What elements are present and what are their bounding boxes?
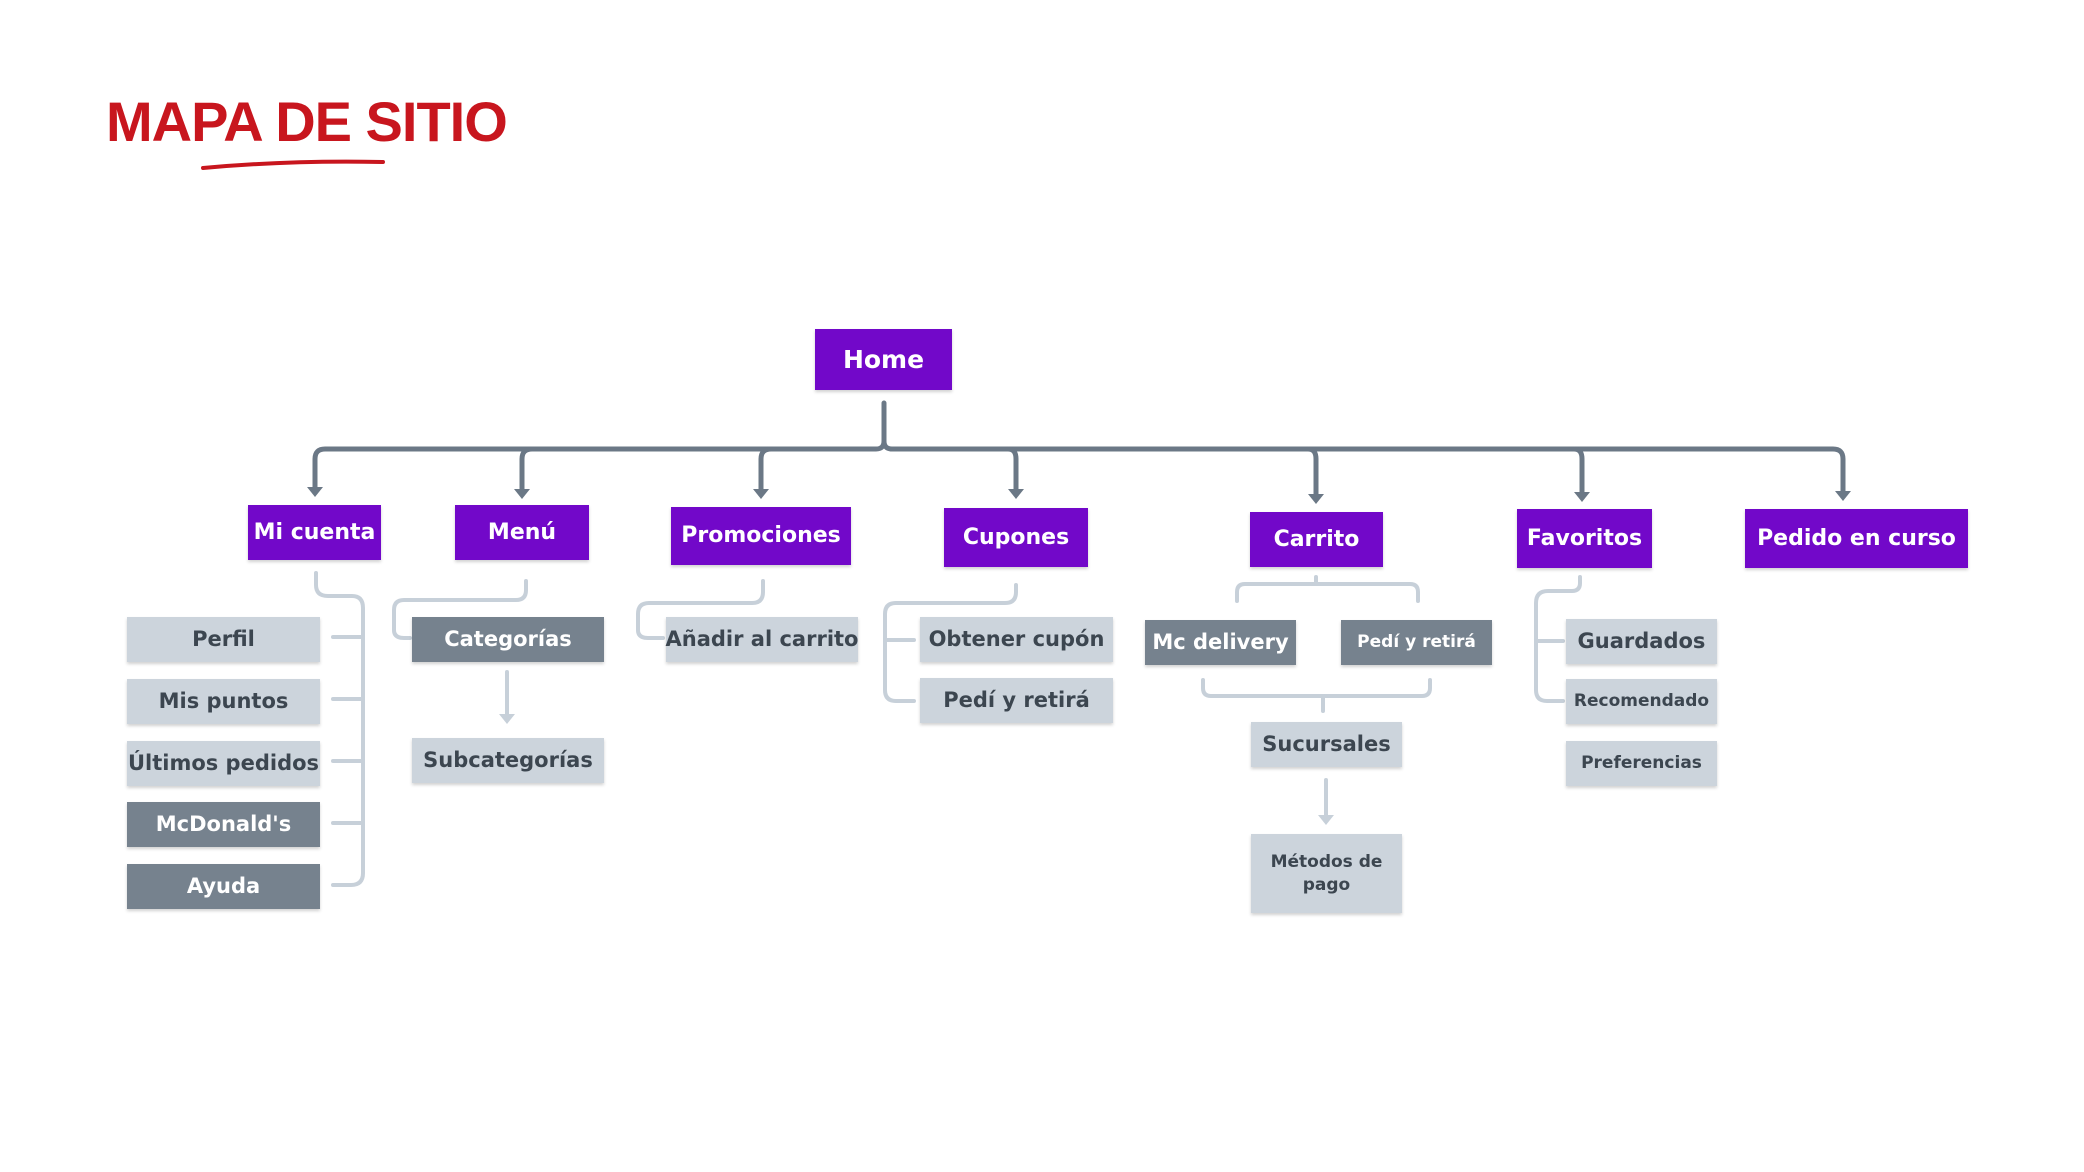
node-ultimos-pedidos[interactable]: Últimos pedidos (127, 741, 320, 786)
node-subcategorias[interactable]: Subcategorías (412, 738, 604, 783)
promociones-connectors (636, 579, 765, 640)
node-pedi-y-retira-cupones[interactable]: Pedí y retirá (920, 678, 1113, 723)
node-pedi-y-retira-carrito[interactable]: Pedí y retirá (1341, 620, 1492, 665)
favoritos-connectors (1534, 575, 1582, 703)
node-recomendado[interactable]: Recomendado (1566, 679, 1717, 724)
node-promociones[interactable]: Promociones (671, 507, 851, 565)
page-title: MAPA DE SITIO (106, 90, 508, 153)
node-anadir-al-carrito[interactable]: Añadir al carrito (666, 617, 858, 662)
node-cupones[interactable]: Cupones (944, 508, 1088, 567)
node-carrito[interactable]: Carrito (1250, 512, 1383, 567)
node-metodos-de-pago[interactable]: Métodos de pago (1251, 834, 1402, 913)
home-connector-tree (307, 400, 1851, 504)
node-categorias[interactable]: Categorías (412, 617, 604, 662)
node-obtener-cupon[interactable]: Obtener cupón (920, 617, 1113, 662)
node-home[interactable]: Home (815, 329, 952, 390)
cupones-connectors (883, 583, 1018, 703)
node-mcdonalds[interactable]: McDonald's (127, 802, 320, 847)
node-guardados[interactable]: Guardados (1566, 619, 1717, 664)
mi-cuenta-connectors (314, 571, 365, 887)
menu-connectors (392, 579, 528, 724)
node-mc-delivery[interactable]: Mc delivery (1145, 620, 1296, 665)
node-perfil[interactable]: Perfil (127, 617, 320, 662)
node-mis-puntos[interactable]: Mis puntos (127, 679, 320, 724)
node-favoritos[interactable]: Favoritos (1517, 509, 1652, 568)
node-menu[interactable]: Menú (455, 505, 589, 560)
node-sucursales[interactable]: Sucursales (1251, 722, 1402, 767)
node-mi-cuenta[interactable]: Mi cuenta (248, 505, 381, 560)
node-ayuda[interactable]: Ayuda (127, 864, 320, 909)
node-pedido-en-curso[interactable]: Pedido en curso (1745, 509, 1968, 568)
node-preferencias[interactable]: Preferencias (1566, 741, 1717, 786)
carrito-connectors (1201, 575, 1432, 825)
